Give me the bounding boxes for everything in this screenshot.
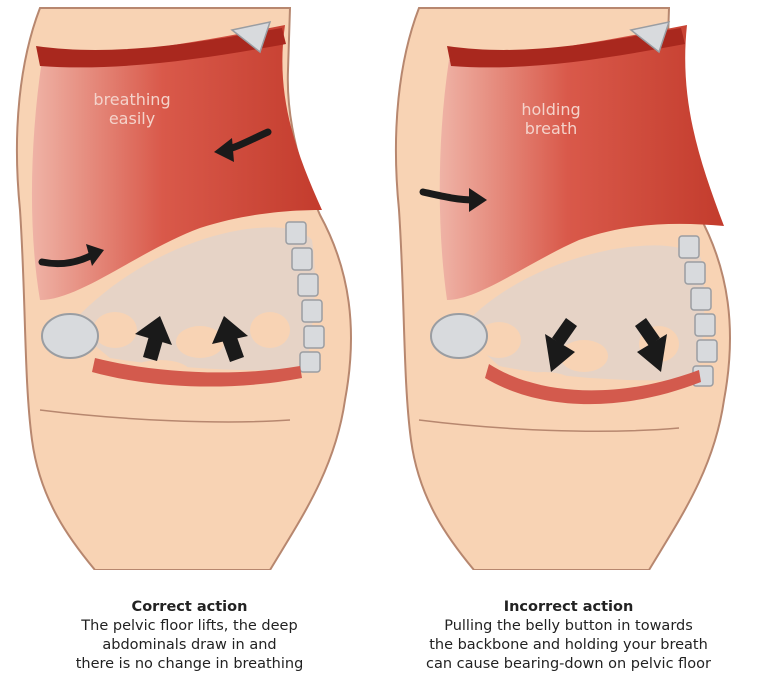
- caption-line: the backbone and holding your breath: [379, 636, 758, 655]
- caption-title: Correct action: [0, 598, 379, 617]
- overlay-label-line: breathing: [62, 90, 202, 109]
- pubic-bone: [431, 314, 487, 358]
- incorrect-action-panel: holding breath Incorrect action Pulling …: [379, 0, 758, 691]
- correct-action-illustration: [0, 0, 379, 570]
- caption-line: there is no change in breathing: [0, 655, 379, 674]
- holding-breath-label: holding breath: [481, 100, 621, 138]
- incorrect-action-illustration: [379, 0, 758, 570]
- pubic-bone: [42, 314, 98, 358]
- caption-line: Pulling the belly button in towards: [379, 617, 758, 636]
- overlay-label-line: breath: [481, 119, 621, 138]
- incorrect-action-caption: Incorrect action Pulling the belly butto…: [379, 598, 758, 674]
- breathing-easily-label: breathing easily: [62, 90, 202, 128]
- caption-line: The pelvic floor lifts, the deep: [0, 617, 379, 636]
- caption-line: can cause bearing-down on pelvic floor: [379, 655, 758, 674]
- correct-action-panel: breathing easily Correct action The pelv…: [0, 0, 379, 691]
- caption-line: abdominals draw in and: [0, 636, 379, 655]
- overlay-label-line: easily: [62, 109, 202, 128]
- correct-action-caption: Correct action The pelvic floor lifts, t…: [0, 598, 379, 674]
- caption-title: Incorrect action: [379, 598, 758, 617]
- overlay-label-line: holding: [481, 100, 621, 119]
